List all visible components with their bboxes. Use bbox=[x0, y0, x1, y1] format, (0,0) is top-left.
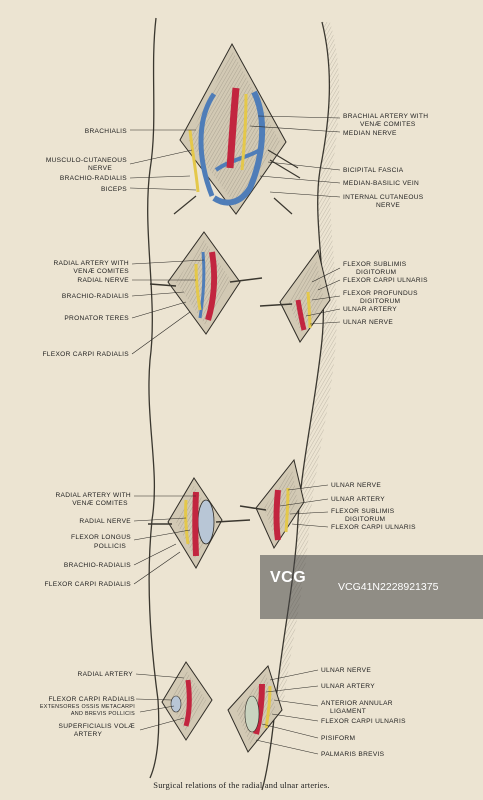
label-superficialis-volae: SUPERFICIALIS VOLÆ bbox=[59, 723, 136, 730]
arm-outline-left bbox=[147, 17, 160, 779]
brachial-artery bbox=[226, 87, 240, 169]
label-radial-artery-venae-lower: RADIAL ARTERY WITH bbox=[55, 492, 131, 499]
label-digitorum-1: DIGITORUM bbox=[356, 269, 396, 276]
label-radial-artery-venae: RADIAL ARTERY WITH bbox=[53, 260, 129, 267]
label-flexor-carpi-ulnaris-1: FLEXOR CARPI ULNARIS bbox=[343, 277, 428, 284]
watermark-logo: VCG bbox=[270, 569, 307, 586]
label-radial-nerve-upper: RADIAL NERVE bbox=[77, 277, 129, 284]
label-flexor-sublimis-2: FLEXOR SUBLIMIS bbox=[331, 508, 395, 515]
label-brachial-artery: BRACHIAL ARTERY WITH bbox=[343, 113, 428, 120]
radial-lower-incision bbox=[148, 477, 251, 570]
median-nerve-line bbox=[240, 93, 248, 171]
label-extensores-brevis: AND BREVIS POLLICIS bbox=[71, 711, 135, 717]
labels-left: BRACHIALIS MUSCULO-CUTANEOUS NERVE BRACH… bbox=[40, 128, 135, 738]
label-ulnar-nerve-1: ULNAR NERVE bbox=[343, 319, 393, 326]
label-internal-cutaneous: INTERNAL CUTANEOUS bbox=[343, 194, 424, 201]
watermark-id: VCG41N2228921375 bbox=[338, 581, 439, 593]
label-digitorum-2: DIGITORUM bbox=[360, 298, 400, 305]
leader-lines bbox=[129, 115, 341, 755]
label-palmaris-brevis: PALMARIS BREVIS bbox=[321, 751, 385, 758]
vein-cephalic bbox=[198, 92, 217, 197]
label-ulnar-nerve-3: ULNAR NERVE bbox=[321, 667, 371, 674]
label-radial-nerve-lower: RADIAL NERVE bbox=[79, 518, 131, 525]
label-internal-cutaneous-nerve: NERVE bbox=[376, 202, 400, 209]
label-ulnar-artery-3: ULNAR ARTERY bbox=[321, 683, 375, 690]
label-brachio-radialis-3: BRACHIO-RADIALIS bbox=[64, 562, 131, 569]
radial-upper-incision bbox=[149, 231, 263, 335]
label-ulnar-nerve-2: ULNAR NERVE bbox=[331, 482, 381, 489]
label-brachio-radialis-2: BRACHIO-RADIALIS bbox=[62, 293, 129, 300]
label-bicipital-fascia: BICIPITAL FASCIA bbox=[343, 167, 404, 174]
label-flexor-carpi-radialis-1: FLEXOR CARPI RADIALIS bbox=[42, 351, 129, 358]
label-flexor-carpi-ulnaris-2: FLEXOR CARPI ULNARIS bbox=[331, 524, 416, 531]
label-musculo-cutaneous: MUSCULO-CUTANEOUS bbox=[46, 157, 127, 164]
label-flexor-carpi-radialis-2: FLEXOR CARPI RADIALIS bbox=[44, 581, 131, 588]
label-median-basilic-vein: MEDIAN-BASILIC VEIN bbox=[343, 180, 419, 187]
label-flexor-profundus: FLEXOR PROFUNDUS bbox=[343, 290, 418, 297]
label-ulnar-artery-1: ULNAR ARTERY bbox=[343, 306, 397, 313]
label-median-nerve: MEDIAN NERVE bbox=[343, 130, 397, 137]
label-brachialis: BRACHIALIS bbox=[85, 128, 128, 135]
label-pronator-teres: PRONATOR TERES bbox=[64, 315, 129, 322]
watermark-overlay: VCG VCG41N2228921375 bbox=[260, 555, 483, 619]
label-anterior-annular-ligament: LIGAMENT bbox=[330, 708, 366, 715]
musculo-cutaneous-nerve-line bbox=[188, 129, 200, 193]
label-radial-venae-comites-lower: VENÆ COMITES bbox=[72, 500, 128, 507]
ulnar-upper-incision bbox=[259, 248, 331, 343]
ulnar-lower-incision bbox=[239, 458, 305, 550]
label-digitorum-3: DIGITORUM bbox=[345, 516, 385, 523]
label-ulnar-artery-2: ULNAR ARTERY bbox=[331, 496, 385, 503]
label-brachial-venae-comites: VENÆ COMITES bbox=[360, 121, 416, 128]
label-radial-venae-comites: VENÆ COMITES bbox=[73, 268, 129, 275]
arm-shading bbox=[276, 22, 340, 700]
labels-right: BRACHIAL ARTERY WITH VENÆ COMITES MEDIAN… bbox=[321, 113, 428, 758]
wrist-radial-incision bbox=[161, 661, 213, 741]
label-radial-artery: RADIAL ARTERY bbox=[78, 671, 134, 678]
vein-junction bbox=[214, 148, 261, 172]
label-brachio-radialis-top: BRACHIO-RADIALIS bbox=[60, 175, 127, 182]
label-flexor-carpi-ulnaris-3: FLEXOR CARPI ULNARIS bbox=[321, 718, 406, 725]
elbow-incision bbox=[173, 42, 301, 215]
label-flexor-longus: FLEXOR LONGUS bbox=[71, 534, 131, 541]
vein-median-basilic bbox=[212, 90, 266, 206]
label-musculo-cutaneous-nerve: NERVE bbox=[88, 165, 112, 172]
label-pollicis: POLLICIS bbox=[94, 543, 126, 550]
label-pisiform: PISIFORM bbox=[321, 735, 355, 742]
label-extensores-ossis: EXTENSORES OSSIS METACARPI bbox=[40, 704, 135, 710]
label-superficialis-artery: ARTERY bbox=[74, 731, 103, 738]
label-flexor-carpi-radialis-3: FLEXOR CARPI RADIALIS bbox=[48, 696, 135, 703]
label-flexor-sublimis-1: FLEXOR SUBLIMIS bbox=[343, 261, 407, 268]
label-biceps: BICEPS bbox=[101, 186, 127, 193]
figure-caption: Surgical relations of the radial and uln… bbox=[153, 780, 330, 790]
label-anterior-annular: ANTERIOR ANNULAR bbox=[321, 700, 393, 707]
